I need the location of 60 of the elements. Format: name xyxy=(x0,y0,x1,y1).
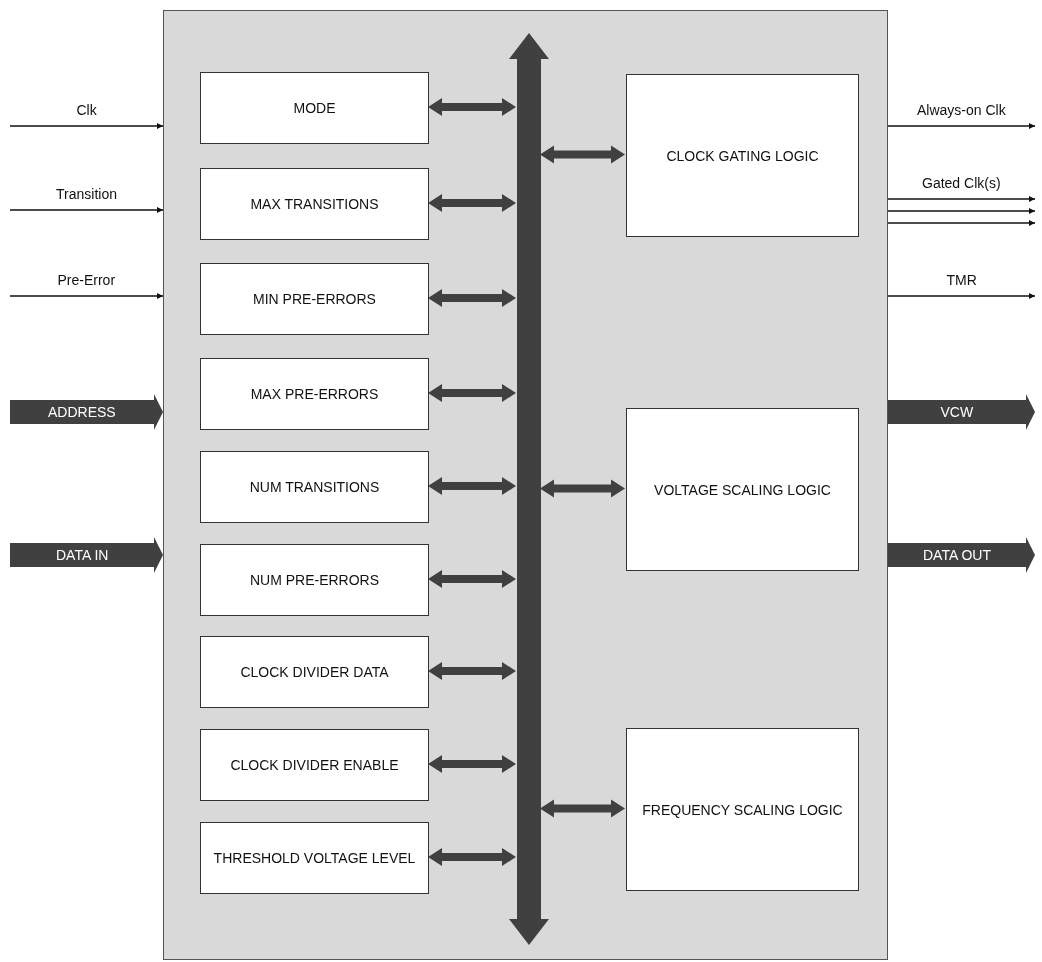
edge-label: TMR xyxy=(946,272,977,288)
register-box xyxy=(200,729,429,801)
edge-label: Always-on Clk xyxy=(917,102,1006,118)
double-arrow xyxy=(428,289,516,307)
register-label: NUM PRE-ERRORS xyxy=(249,572,380,588)
register-label: CLOCK DIVIDER DATA xyxy=(240,664,389,680)
double-arrow xyxy=(428,384,516,402)
register-box xyxy=(200,451,429,523)
logic-label: CLOCK GATING LOGIC xyxy=(666,147,819,164)
logic-box xyxy=(626,728,859,891)
double-arrow xyxy=(428,570,516,588)
edge-label: VCW xyxy=(940,404,974,420)
register-label: MIN PRE-ERRORS xyxy=(253,291,376,307)
edge-label: DATA IN xyxy=(56,547,109,563)
register-label: THRESHOLD VOLTAGE LEVEL xyxy=(213,850,416,866)
register-label: MODE xyxy=(293,100,336,116)
arrow xyxy=(887,123,1036,129)
logic-label: VOLTAGE SCALING LOGIC xyxy=(654,481,831,498)
double-arrow xyxy=(540,479,625,498)
double-arrow xyxy=(428,194,516,212)
double-arrow xyxy=(428,662,516,680)
edge-label: DATA OUT xyxy=(923,547,991,563)
register-label: MAX PRE-ERRORS xyxy=(250,386,379,402)
logic-box xyxy=(626,408,859,571)
register-box xyxy=(200,636,429,708)
edge-label: Transition xyxy=(56,186,117,202)
double-arrow xyxy=(428,755,516,773)
double-arrow xyxy=(428,98,516,116)
edge-label: ADDRESS xyxy=(48,404,116,420)
bus-arrow xyxy=(888,537,1035,573)
bus-arrow xyxy=(10,394,163,430)
double-arrow xyxy=(428,848,516,866)
double-arrow xyxy=(428,477,516,495)
double-arrow xyxy=(540,145,625,164)
register-box xyxy=(200,822,429,894)
module-box xyxy=(163,10,888,960)
register-label: NUM TRANSITIONS xyxy=(249,479,380,495)
register-box xyxy=(200,358,429,430)
edge-label: Gated Clk(s) xyxy=(922,175,1001,191)
register-label: MAX TRANSITIONS xyxy=(250,196,379,212)
bus-arrow xyxy=(888,394,1035,430)
arrow xyxy=(887,220,1036,226)
double-arrow xyxy=(540,799,625,818)
bus-bar xyxy=(509,33,549,945)
edge-label: Pre-Error xyxy=(57,272,116,288)
bus-arrow xyxy=(10,537,163,573)
arrow xyxy=(887,196,1036,202)
edge-label: Clk xyxy=(76,102,97,118)
register-label: CLOCK DIVIDER ENABLE xyxy=(230,757,399,773)
logic-box xyxy=(626,74,859,237)
register-box xyxy=(200,168,429,240)
arrow xyxy=(887,293,1036,299)
arrow xyxy=(887,208,1036,214)
register-box xyxy=(200,263,429,335)
register-box xyxy=(200,544,429,616)
logic-label: FREQUENCY SCALING LOGIC xyxy=(642,801,843,818)
arrow xyxy=(9,123,164,129)
arrow xyxy=(9,207,164,213)
register-box xyxy=(200,72,429,144)
arrow xyxy=(9,293,164,299)
